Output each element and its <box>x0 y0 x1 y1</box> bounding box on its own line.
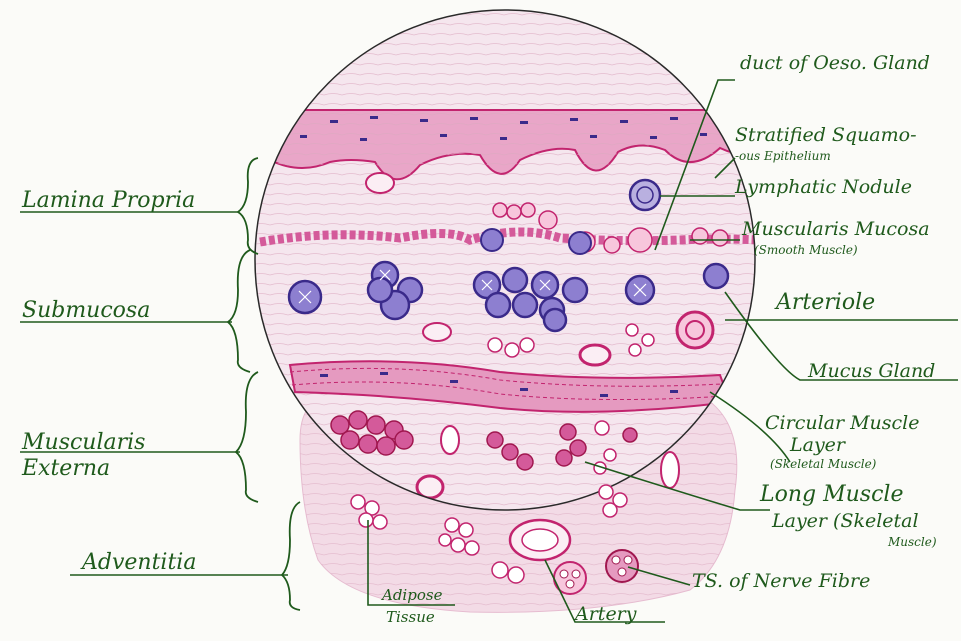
label-muscularis-mucosa: Muscularis Mucosa <box>742 220 930 239</box>
label-muscularis-externa-line2: Externa <box>22 458 110 480</box>
label-long-line2: Layer (Skeletal <box>772 512 919 531</box>
label-muscularis-externa-line1: Muscularis <box>22 432 145 454</box>
label-mucus-gland: Mucus Gland <box>808 362 935 381</box>
label-epithelium-line2: -ous Epithelium <box>735 150 831 162</box>
label-arteriole: Arteriole <box>776 292 875 314</box>
label-duct: duct of Oeso. Gland <box>740 54 930 73</box>
label-circular-line2: Layer <box>790 436 845 455</box>
label-adipose-line2: Tissue <box>386 610 435 625</box>
label-adventitia: Adventitia <box>82 552 196 574</box>
label-adipose-line1: Adipose <box>382 588 442 603</box>
label-epithelium-line1: Stratified Squamo- <box>735 126 917 145</box>
label-lamina-propria: Lamina Propria <box>22 190 195 212</box>
label-submucosa: Submucosa <box>22 300 150 322</box>
label-long-line1: Long Muscle <box>760 484 903 506</box>
label-muscularis-mucosa-sub: (Smooth Muscle) <box>754 244 858 256</box>
lymphatic-nodule <box>630 180 660 210</box>
nerve-fibre <box>606 550 638 582</box>
label-artery: Artery <box>575 605 637 624</box>
arteriole <box>677 312 713 348</box>
label-nerve-fibre: TS. of Nerve Fibre <box>692 572 870 591</box>
label-circular-line1: Circular Muscle <box>765 414 920 433</box>
label-long-line3: Muscle) <box>888 536 937 548</box>
label-circular-line3: (Skeletal Muscle) <box>770 458 876 470</box>
label-lymphatic: Lymphatic Nodule <box>735 178 912 197</box>
